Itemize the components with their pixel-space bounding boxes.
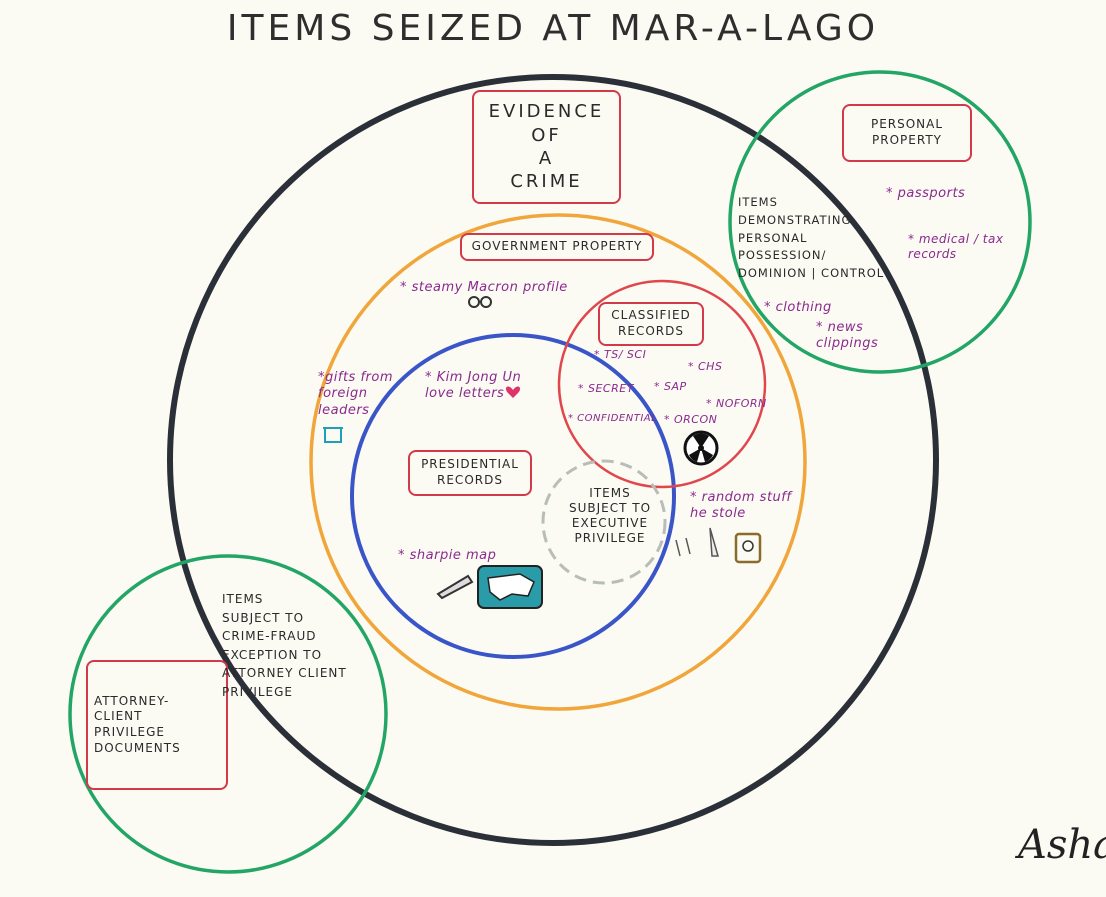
heart-icon [505,386,521,398]
classified-label: CLASSIFIED RECORDS [598,302,704,346]
personal-circle [728,70,1032,374]
government-circle [309,213,807,711]
attorney-circle [68,554,388,874]
glasses-icon [468,296,492,308]
annotation-sharpie: * sharpie map [398,548,497,563]
attorney-label: ATTORNEY- CLIENT PRIVILEGE DOCUMENTS [86,660,228,790]
executive-privilege-text: ITEMS SUBJECT TO EXECUTIVE PRIVILEGE [568,486,652,545]
gift-icon [323,427,343,443]
classified-circle [557,279,767,489]
map-icon [477,565,543,609]
trinkets-icon [675,527,762,564]
executive-circle [541,459,667,585]
evidence-label: EVIDENCE OF A CRIME [472,90,621,204]
annotation-orcon: * ORCON [664,413,718,426]
radiation-icon [683,430,719,466]
presidential-label: PRESIDENTIAL RECORDS [408,450,532,496]
annotation-confidential: * CONFIDENTIAL [568,413,658,424]
evidence-circle [167,74,939,846]
government-label: GOVERNMENT PROPERTY [460,233,654,261]
page-title: ITEMS SEIZED AT MAR-A-LAGO [226,8,880,49]
artist-signature: Asha [1018,822,1106,868]
annotation-passports: * passports [886,186,966,201]
personal-label: PERSONAL PROPERTY [842,104,972,162]
sharpie-icon [436,574,474,600]
crime-fraud-text: ITEMS SUBJECT TO CRIME-FRAUD EXCEPTION T… [222,592,347,699]
annotation-medical: * medical / tax records [908,232,1004,261]
annotation-clothing: * clothing [764,300,832,315]
annotation-secret: * SECRET [578,382,634,395]
possession-text: ITEMS DEMONSTRATING PERSONAL POSSESSION/… [738,195,885,281]
presidential-circle [350,333,676,659]
annotation-gifts: *gifts from foreign leaders [318,370,393,418]
annotation-noforn: * NOFORN [706,397,767,410]
annotation-macron: * steamy Macron profile [400,280,568,295]
annotation-chs: * CHS [688,360,723,373]
annotation-ts-sci: * TS/ SCI [594,348,647,361]
annotation-news: * news clippings [816,320,879,352]
annotation-random: * random stuff he stole [690,490,792,522]
annotation-sap: * SAP [654,380,687,393]
annotation-kim: * Kim Jong Un love letters [425,370,522,402]
